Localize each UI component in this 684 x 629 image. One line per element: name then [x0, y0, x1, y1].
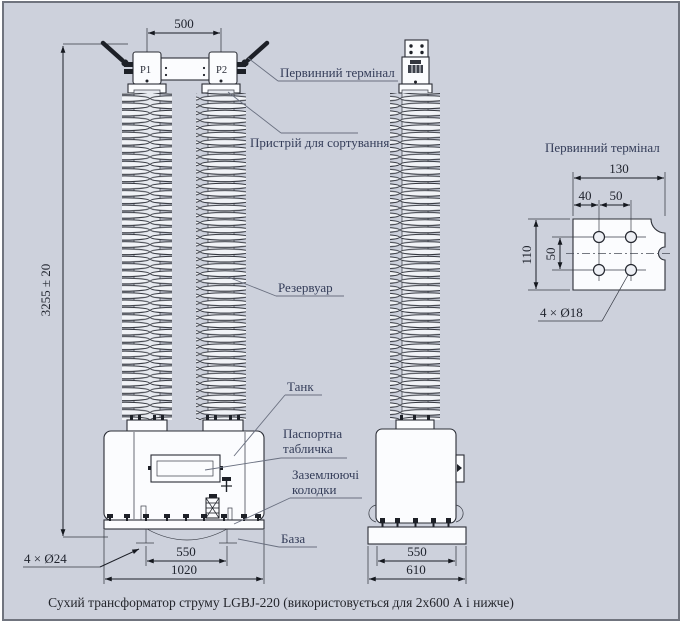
hook-left-icon	[368, 504, 377, 523]
terminal-detail-view: Первинний термінал 130 40 50 110 5	[519, 140, 673, 322]
base-foot-left	[136, 529, 154, 544]
tank-side-body	[375, 428, 457, 524]
side-terminal	[398, 39, 433, 94]
base-foot-right	[219, 529, 237, 544]
column-flange-left	[126, 419, 168, 432]
callout-nameplate: Паспортна табличка	[204, 426, 347, 471]
callout-ground-blocks-text-2: колодки	[292, 482, 337, 497]
dim-130-label: 130	[609, 161, 629, 176]
insulator-column-right	[196, 89, 246, 421]
drawing-caption: Сухий трансформатор струму LGBJ-220 (вик…	[48, 595, 514, 610]
side-bottom-dimensions: 550 610	[367, 544, 467, 584]
ground-terminal-icon	[221, 477, 232, 492]
callout-nameplate-text-2: табличка	[283, 441, 333, 456]
terminal-bar	[160, 57, 210, 81]
height-dimension: 3255 ± 20	[38, 43, 128, 538]
dim-side-550-label: 550	[407, 544, 427, 559]
dim-4xd18-label: 4 × Ø18	[540, 305, 583, 320]
insulator-column-side	[390, 89, 440, 421]
terminal-emblem-icon	[408, 60, 423, 73]
callout-primary-terminal-text: Первинний термінал	[280, 65, 395, 80]
side-base-bolts	[380, 518, 451, 527]
insulator-column-left	[122, 89, 172, 421]
front-view: 500 P1 P2	[23, 16, 270, 584]
side-view: 550 610	[367, 39, 467, 584]
callout-tank: Танк	[233, 379, 322, 457]
dim-1020-label: 1020	[171, 562, 197, 577]
primary-terminal-assembly: P1 P2	[100, 40, 270, 94]
callout-reservoir-text: Резервуар	[278, 280, 333, 295]
ground-block-icon	[205, 494, 220, 519]
tank-side	[367, 415, 467, 545]
callout-tank-text: Танк	[287, 379, 314, 394]
callout-ground-blocks: Заземлюючі колодки	[233, 467, 362, 525]
dim-500-label: 500	[174, 16, 194, 31]
front-bottom-dimensions: 550 1020 4 × Ø24	[23, 530, 265, 584]
dim-50h-label: 50	[610, 188, 623, 203]
base-arch	[146, 528, 228, 541]
callout-base-text: База	[281, 531, 305, 546]
dim-50v-label: 50	[543, 248, 558, 261]
callout-sorting-device: Пристрій для сортування	[227, 91, 389, 150]
tank-front	[103, 415, 265, 521]
column-flange-right	[202, 419, 244, 432]
dim-40-label: 40	[579, 188, 592, 203]
dim-front-550-label: 550	[176, 544, 196, 559]
terminal-p1-label: P1	[140, 65, 151, 76]
side-box-marker-icon	[457, 464, 462, 472]
dim-610-label: 610	[406, 562, 426, 577]
terminal-plate	[572, 218, 666, 291]
base-front	[103, 514, 265, 544]
callout-base: База	[237, 531, 317, 548]
terminal-p2-label: P2	[216, 65, 227, 76]
callout-ground-blocks-text-1: Заземлюючі	[292, 467, 359, 482]
dim-height-label: 3255 ± 20	[38, 264, 53, 317]
callout-nameplate-text-1: Паспортна	[283, 426, 342, 441]
dim-4xd24-label: 4 × Ø24	[24, 551, 67, 566]
hook-right-icon	[455, 504, 464, 523]
base-bolts	[107, 514, 261, 521]
callout-reservoir: Резервуар	[227, 276, 344, 297]
callout-labels: Первинний термінал Пристрій для сортуван…	[204, 57, 398, 548]
wrench-handle-right-icon	[237, 40, 270, 74]
terminal-holes	[592, 230, 638, 277]
wrench-handle-left-icon	[100, 40, 133, 74]
dim-terminal-spacing: 500	[146, 16, 222, 56]
dim-110-label: 110	[519, 245, 534, 264]
callout-sorting-device-text: Пристрій для сортування	[250, 135, 389, 150]
terminal-detail-dimensions: 130 40 50 110 50 4 × Ø18	[519, 161, 666, 322]
callout-primary-terminal: Первинний термінал	[247, 57, 398, 82]
base-side	[367, 526, 467, 545]
terminal-detail-title: Первинний термінал	[545, 140, 660, 155]
